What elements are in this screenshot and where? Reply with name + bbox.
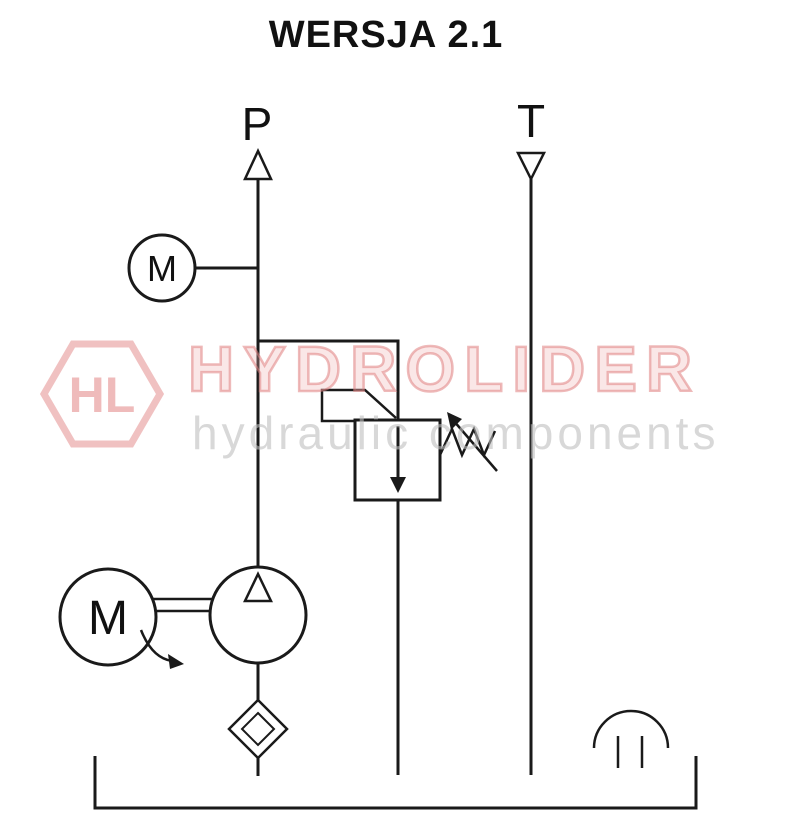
- port-t-label: T: [517, 95, 545, 147]
- breather: [592, 709, 670, 768]
- motor-label: M: [88, 592, 128, 645]
- pump-flow-triangle-icon: [243, 571, 273, 603]
- pressure-gauge-label: M: [147, 248, 177, 289]
- relief-valve-spring-icon: [438, 425, 497, 459]
- suction-filter-inner-icon: [240, 711, 276, 747]
- port-p-label: P: [242, 98, 273, 150]
- port-p-arrow-icon: [243, 148, 273, 181]
- suction-filter-icon: [227, 698, 289, 760]
- port-t-arrow-icon: [515, 151, 547, 182]
- port-t: T: [515, 95, 547, 775]
- relief-valve-adjust-arrow-head: [447, 412, 462, 430]
- breather-arc-icon: [592, 709, 670, 749]
- pressure-gauge: M: [127, 233, 258, 303]
- relief-valve-group: [258, 339, 498, 775]
- rotation-arrow-curve: [139, 629, 173, 663]
- pressure-gauge-body: [127, 233, 197, 303]
- tank-outline: [93, 756, 698, 810]
- suction-filter: [227, 698, 289, 776]
- relief-valve-arrow-head: [390, 477, 406, 493]
- relief-valve-branch-line: [258, 339, 400, 420]
- pump: [208, 565, 308, 701]
- motor-circle: [58, 567, 158, 667]
- diagram-title: WERSJA 2.1: [268, 14, 504, 56]
- port-p: P: [242, 98, 273, 567]
- rotation-arrow-icon: [168, 654, 184, 669]
- relief-valve-pilot-line: [320, 388, 397, 423]
- relief-valve-adjust-arrow: [452, 419, 498, 472]
- electric-motor: M: [58, 567, 213, 669]
